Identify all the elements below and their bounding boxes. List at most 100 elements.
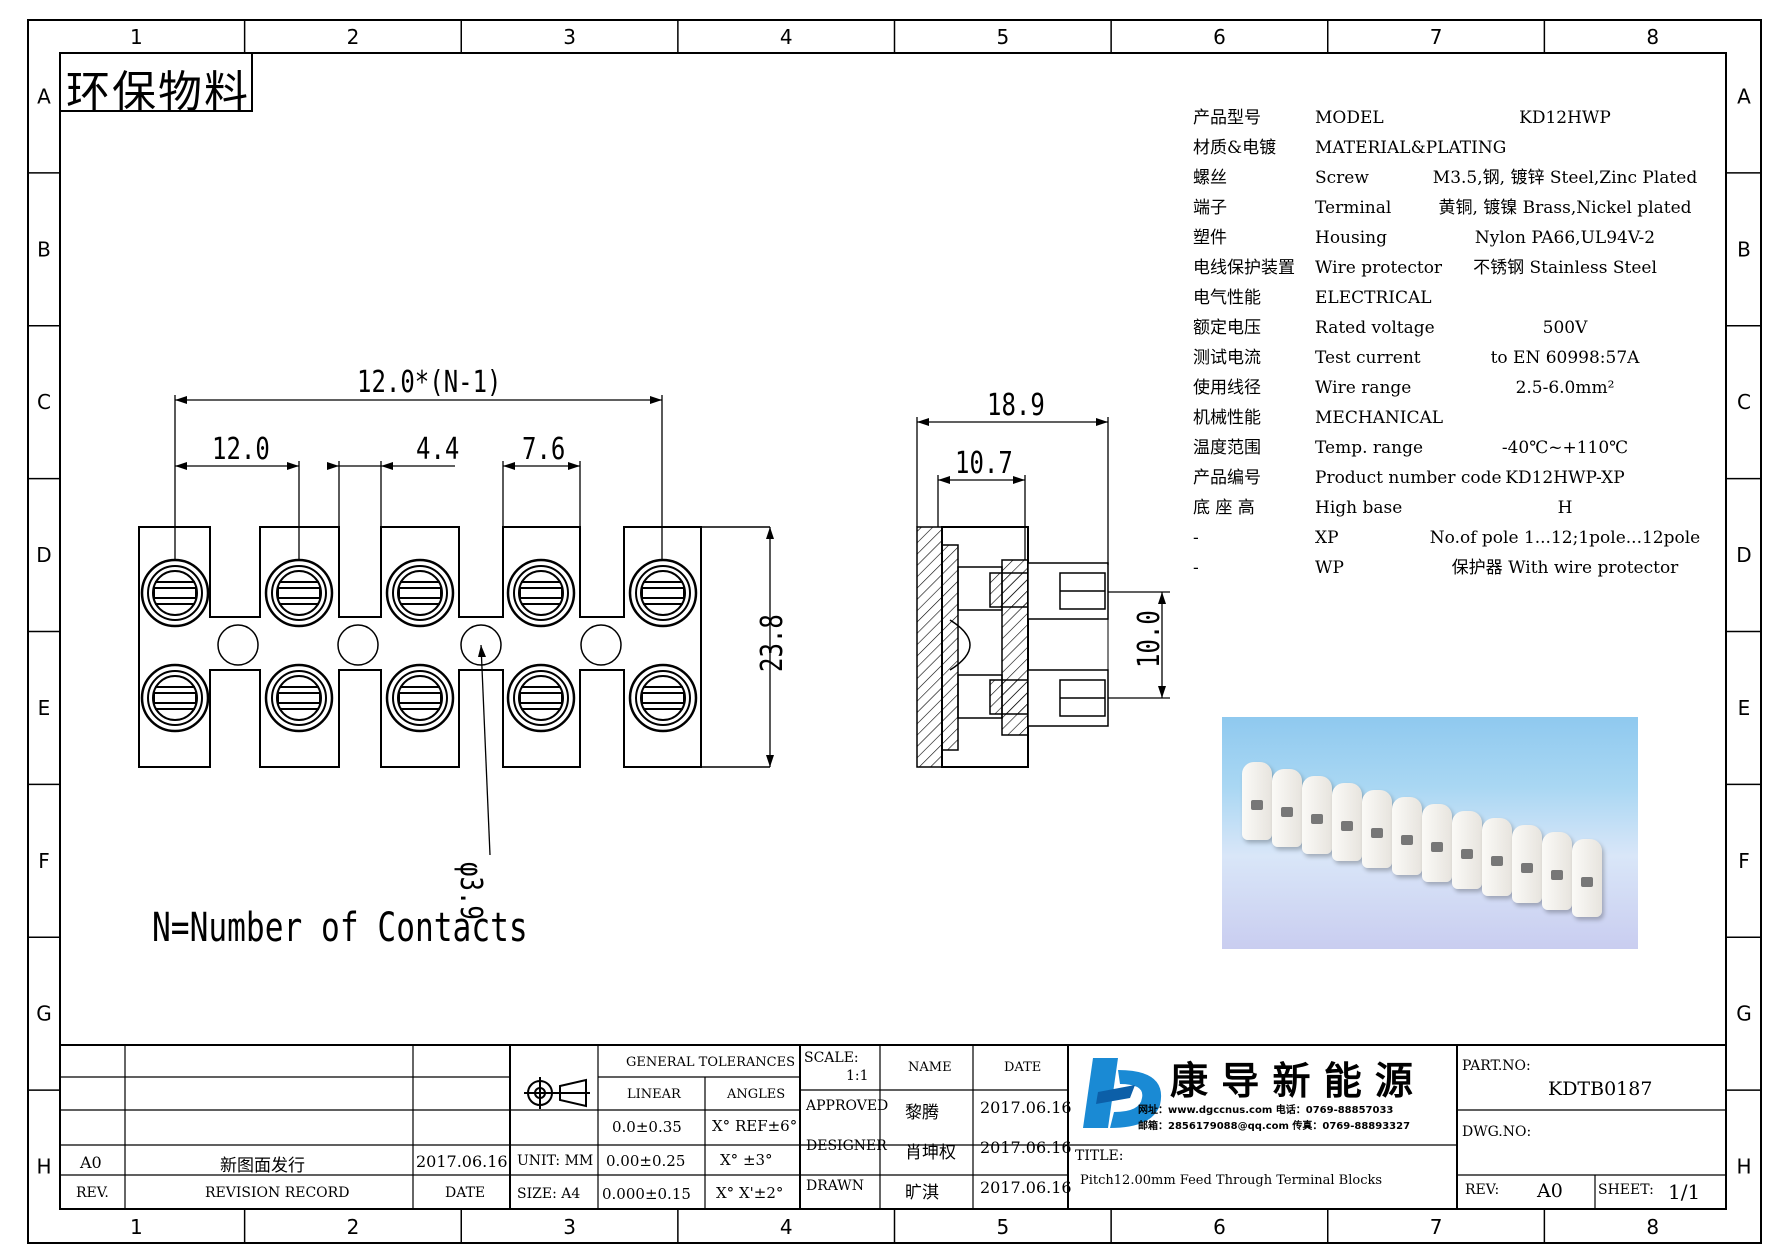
zone-row-label-left: F [38, 849, 50, 873]
front-view [138, 526, 770, 768]
spec-en-label: Housing [1315, 228, 1388, 248]
spec-value: 保护器 With wire protector [1451, 558, 1679, 578]
tol-linear-2: 0.00±0.25 [606, 1152, 686, 1170]
spec-cn-label: 使用线径 [1193, 378, 1261, 398]
photo-terminal-block [1362, 790, 1392, 868]
zone-row-label-right: G [1736, 1002, 1752, 1026]
title-block-lines [59, 52, 1726, 1209]
spec-value: 2.5-6.0mm² [1515, 378, 1615, 398]
photo-terminal-block [1392, 797, 1422, 875]
zone-col-label-bottom: 3 [563, 1215, 576, 1239]
part-no-label: PART.NO: [1462, 1058, 1531, 1074]
spec-cn-label: 额定电压 [1193, 318, 1261, 338]
zone-row-label-left: H [36, 1155, 51, 1179]
zone-row-label-right: H [1736, 1155, 1751, 1179]
spec-en-label: MODEL [1315, 108, 1384, 128]
part-no-value: KDTB0187 [1548, 1078, 1653, 1100]
dim-gap: 4.4 [416, 432, 460, 467]
photo-terminal-block [1512, 825, 1542, 903]
spec-value: KD12HWP-XP [1505, 468, 1625, 488]
rev-label: REV: [1465, 1182, 1500, 1198]
tol-angle-2: X° ±3° [720, 1151, 773, 1169]
signoff-date: 2017.06.16 [980, 1178, 1072, 1197]
tol-linear-1: 0.0±0.35 [612, 1118, 682, 1136]
signoff-date: 2017.06.16 [980, 1138, 1072, 1157]
zone-col-label-bottom: 8 [1646, 1215, 1659, 1239]
spec-cn-label: 温度范围 [1193, 438, 1261, 458]
title-label: TITLE: [1075, 1148, 1124, 1164]
dim-side-pitch: 10.0 [1132, 610, 1167, 668]
signoff-role: DRAWN [806, 1178, 864, 1194]
zone-col-label-bottom: 7 [1430, 1215, 1443, 1239]
zone-row-label-left: A [37, 84, 51, 108]
dwg-no-label: DWG.NO: [1462, 1124, 1532, 1140]
zone-row-label-left: C [37, 390, 51, 414]
spec-en-label: MATERIAL&PLATING [1315, 138, 1507, 158]
front-dimension-arrows [175, 396, 774, 767]
zone-row-label-right: A [1737, 84, 1751, 108]
zone-col-label-bottom: 4 [780, 1215, 793, 1239]
spec-en-label: Wire range [1315, 378, 1412, 398]
general-tolerances-label: GENERAL TOLERANCES [626, 1055, 796, 1070]
spec-cn-label: 电气性能 [1193, 288, 1261, 308]
rev-row-rev: A0 [80, 1153, 102, 1172]
photo-terminal-block [1242, 762, 1272, 840]
spec-en-label: Test current [1315, 348, 1421, 368]
zone-col-label-bottom: 1 [130, 1215, 143, 1239]
zone-row-label-left: D [36, 543, 51, 567]
spec-en-label: MECHANICAL [1315, 408, 1444, 428]
spec-value: -40℃~+110℃ [1501, 438, 1629, 458]
front-dimensions [174, 395, 771, 856]
tol-linear-3: 0.000±0.15 [602, 1185, 691, 1203]
spec-cn-label: - [1193, 528, 1199, 548]
name-column-label: NAME [908, 1060, 952, 1075]
scale-label: SCALE: [804, 1050, 859, 1066]
spec-value: KD12HWP [1519, 108, 1611, 128]
spec-cn-label: 底 座 高 [1193, 498, 1255, 518]
spec-value: No.of pole 1...12;1pole...12pole [1429, 528, 1701, 548]
sheet-label: SHEET: [1598, 1182, 1654, 1198]
spec-cn-label: 产品型号 [1193, 108, 1261, 128]
angles-label: ANGLES [727, 1087, 786, 1102]
company-name: 康 导 新 能 源 [1170, 1059, 1413, 1103]
photo-terminal-block [1332, 783, 1362, 861]
rev-header-desc: REVISION RECORD [205, 1185, 350, 1201]
zone-row-label-left: E [38, 696, 51, 720]
spec-en-label: Screw [1315, 168, 1369, 188]
photo-terminal-block [1302, 776, 1332, 854]
zone-row-label-left: B [37, 237, 51, 261]
zone-row-label-right: B [1737, 237, 1751, 261]
spec-value: Nylon PA66,UL94V-2 [1474, 228, 1656, 248]
zone-col-label-top: 3 [563, 25, 576, 49]
company-logo-icon [1083, 1058, 1162, 1128]
dim-slot: 7.6 [522, 432, 566, 467]
zone-col-label-bottom: 6 [1213, 1215, 1226, 1239]
rev-row-date: 2017.06.16 [416, 1152, 508, 1171]
side-dimension-arrows [917, 418, 1166, 698]
dim-side-inner: 10.7 [955, 446, 1013, 481]
rev-header-rev: REV. [76, 1185, 109, 1201]
spec-value: H [1557, 498, 1573, 518]
photo-terminal-block [1272, 769, 1302, 847]
zone-col-label-top: 5 [996, 25, 1009, 49]
photo-terminal-block [1542, 832, 1572, 910]
spec-en-label: Wire protector [1315, 258, 1443, 278]
spec-en-label: Terminal [1315, 198, 1392, 218]
linear-label: LINEAR [627, 1087, 681, 1102]
zone-row-label-right: D [1736, 543, 1751, 567]
company-contact-1: 网址：www.dgccnus.com 电话：0769-88857033 [1138, 1105, 1394, 1116]
zone-col-label-top: 8 [1646, 25, 1659, 49]
signoff-role: DESIGNER [806, 1138, 887, 1154]
spec-value: 500V [1542, 318, 1588, 338]
dim-side-depth: 18.9 [987, 388, 1045, 423]
unit-label: UNIT: MM [517, 1153, 594, 1169]
zone-col-label-top: 6 [1213, 25, 1226, 49]
photo-terminal-block [1452, 811, 1482, 889]
zone-col-label-bottom: 2 [347, 1215, 360, 1239]
zone-col-label-top: 4 [780, 25, 793, 49]
photo-terminal-block [1422, 804, 1452, 882]
product-photo [1222, 717, 1638, 949]
spec-cn-label: 螺丝 [1193, 168, 1227, 188]
